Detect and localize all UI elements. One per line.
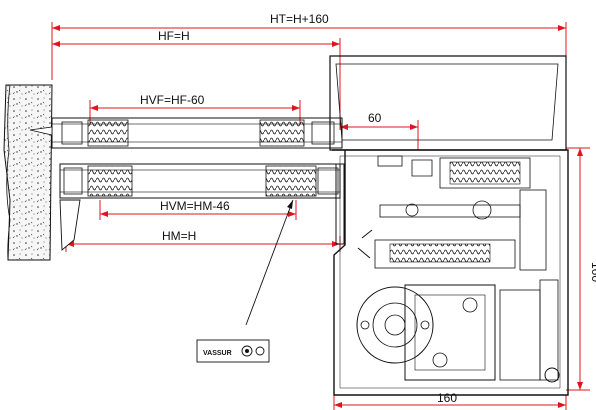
dim-frame-glass-width: HVF=HF-60 bbox=[140, 93, 205, 107]
dim-offset: 60 bbox=[368, 111, 382, 125]
dim-mobile-glass-width: HVM=HM-46 bbox=[160, 199, 230, 213]
dimension-lines bbox=[51, 22, 590, 410]
dim-mobile-width: HM=H bbox=[162, 229, 196, 243]
dim-frame-width: HF=H bbox=[158, 29, 190, 43]
callout: VASSUR bbox=[196, 199, 294, 363]
mobile-frame-profile bbox=[59, 163, 345, 251]
motor-box bbox=[332, 149, 569, 396]
wall-section bbox=[3, 84, 53, 261]
dim-box-height: 160 bbox=[589, 262, 596, 282]
dim-box-width: 160 bbox=[437, 391, 457, 405]
fixed-frame-profile bbox=[29, 117, 343, 149]
callout-label: VASSUR bbox=[203, 350, 232, 357]
upper-tray bbox=[329, 55, 567, 151]
dim-total-width: HT=H+160 bbox=[270, 12, 329, 26]
